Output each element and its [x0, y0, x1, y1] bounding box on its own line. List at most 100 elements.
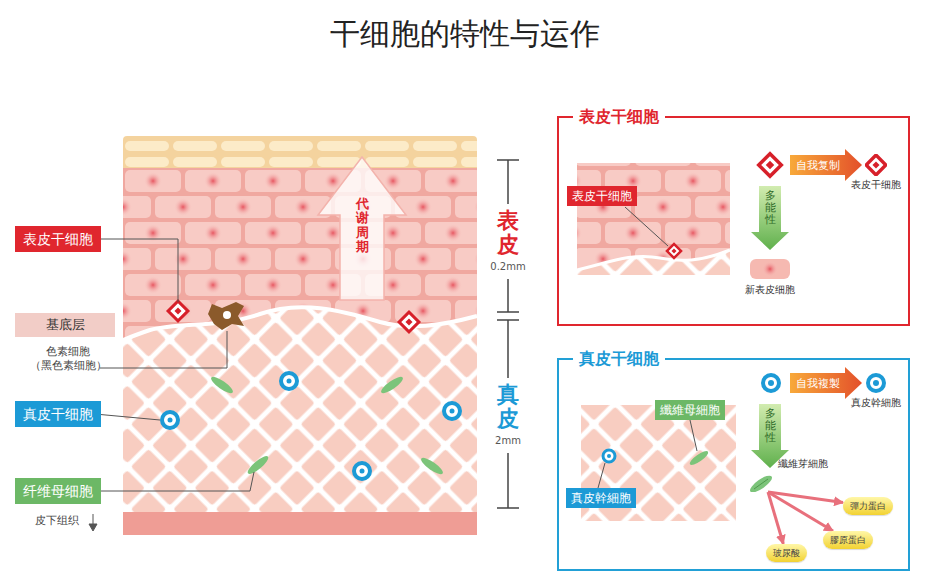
dimension-box: 2mm — [495, 435, 521, 447]
self-renewal-arrow — [790, 149, 862, 181]
diamond-symbol — [865, 154, 887, 176]
layer-label-box: 皮下组织 — [35, 514, 79, 528]
fibroblast — [209, 374, 445, 476]
node-text: 纖維母細胞 — [660, 402, 720, 418]
callout-box: 真皮干细胞 — [15, 401, 101, 427]
melanocyte — [208, 302, 244, 330]
self-renewal-arrow — [790, 367, 862, 399]
diamond-symbol-part-part — [872, 161, 879, 168]
dimension-bracket — [497, 160, 519, 508]
fibroblast-part — [419, 455, 445, 476]
layer-name: 真皮 — [497, 383, 519, 431]
fibroblast-part — [209, 374, 235, 395]
callout-box: 表皮干细胞 — [567, 186, 637, 206]
epidermis — [123, 168, 477, 343]
melanocyte-part — [223, 311, 231, 319]
arrow-label: 代谢周期 — [356, 197, 369, 254]
leader-line — [95, 239, 254, 491]
panel: 真皮干细胞纖維母細胞真皮幹細胞真皮幹細胞纖維芽細胞彈力蛋白膠原蛋白玻尿酸 — [557, 358, 910, 571]
dermal-stem-cell — [162, 373, 460, 479]
node-text: 真皮幹細胞 — [571, 490, 631, 506]
dimension-box: 0.2mm — [490, 261, 525, 273]
fibroblast-part — [245, 454, 270, 477]
circle-symbol — [865, 372, 887, 394]
epidermis-detail-part-part — [667, 244, 681, 258]
epidermal-stem-cell-part-part — [399, 312, 419, 332]
circle-symbol-part — [868, 375, 884, 391]
down-arrow-part — [89, 524, 97, 531]
layer-name-box: 真皮 — [497, 383, 519, 431]
skin-section — [123, 136, 477, 535]
basal-line — [123, 307, 477, 340]
melanocyte-part — [208, 302, 244, 330]
callout-box: 表皮干细胞 — [15, 226, 101, 252]
dimension-bracket-part — [507, 453, 509, 508]
cell-label: 色素细胞 （黑色素细胞） — [26, 345, 110, 373]
node-text: 真皮幹細胞 — [851, 397, 901, 409]
epidermal-stem-cell-part — [759, 154, 782, 177]
epidermal-stem-cell-part — [399, 312, 419, 332]
layer-band: 基底层 — [15, 313, 115, 337]
dermis-detail-part — [603, 450, 615, 462]
leaf-symbol-part — [748, 473, 774, 492]
leader-line-part — [95, 414, 160, 420]
arrow-label-box: 多能性 — [765, 190, 776, 226]
node-text: 表皮干细胞 — [851, 179, 901, 191]
dimension-bracket-part — [507, 160, 509, 204]
dimension: 0.2mm — [490, 261, 525, 273]
panel-heading: 真皮干细胞 — [573, 349, 665, 369]
protein-pill: 玻尿酸 — [766, 544, 807, 562]
arrow-label-box: 自我複製 — [796, 377, 840, 390]
subcutis-band — [123, 512, 477, 535]
leader-line-part — [95, 472, 254, 491]
arrow-label: 自我複製 — [796, 377, 840, 390]
dermal-stem-cell-part — [444, 403, 460, 419]
dimension-bracket-part — [497, 507, 519, 509]
cell-result: 表皮干细胞 — [851, 154, 901, 191]
dermis-detail-part — [688, 449, 710, 467]
callout-box: 纖維母細胞 — [655, 400, 725, 420]
arrow-label-box: 自我复制 — [796, 159, 840, 172]
dermal-stem-cell — [763, 375, 779, 391]
protein-pill: 膠原蛋白 — [823, 531, 873, 549]
fibroblast-part — [379, 374, 405, 395]
fibroblast-node: 纖維芽細胞 — [748, 458, 828, 492]
stratum-corneum — [123, 136, 477, 172]
diamond-symbol-part-part — [866, 155, 886, 175]
product-arrow — [768, 492, 783, 544]
leaf-symbol — [748, 458, 774, 492]
panel: 表皮干细胞表皮干细胞表皮干细胞新表皮细胞 — [557, 116, 910, 326]
epidermis-detail-part — [625, 207, 668, 246]
cell-result: 真皮幹細胞 — [851, 372, 901, 409]
epidermal-stem-cell-part — [766, 161, 774, 169]
title: 干细胞的特性与运作 — [0, 14, 929, 55]
protein-pill: 彈力蛋白 — [843, 497, 893, 515]
arrow-label: 多能性 — [765, 190, 776, 226]
epidermis-detail — [577, 163, 730, 275]
epidermis-detail-part — [667, 244, 681, 258]
node-text: 纖維芽細胞 — [778, 458, 828, 470]
arrow-label: 多能性 — [765, 408, 776, 444]
panel-heading: 表皮干细胞 — [573, 107, 665, 127]
cell-result: 新表皮细胞 — [745, 257, 795, 296]
dermal-stem-cell-core-part — [360, 469, 365, 474]
dermal-stem-cell-part — [768, 380, 774, 386]
layer-name-box: 表皮 — [497, 209, 519, 257]
potency-arrow — [751, 186, 789, 250]
epidermis-detail-part-part — [671, 248, 676, 253]
epidermis-detail-part — [577, 250, 730, 270]
dimension-bracket-part — [507, 279, 509, 312]
arrow-label-box: 多能性 — [765, 408, 776, 444]
node-text: 表皮干细胞 — [572, 188, 632, 204]
leader-line-part — [95, 239, 178, 302]
dermis-detail-part — [598, 463, 605, 488]
epidermal-stem-cell-part-part — [168, 301, 188, 321]
epidermis-detail-part — [577, 163, 730, 275]
epidermal-stem-cell-part — [168, 301, 188, 321]
node-text: 表皮干细胞 — [23, 229, 93, 249]
arrow-label-box: 代谢周期 — [356, 197, 369, 254]
dimension-bracket-part — [507, 320, 509, 378]
cell-symbol-part — [750, 259, 790, 279]
epidermal-stem-cell-part-part — [405, 318, 412, 325]
dimension: 2mm — [495, 435, 521, 447]
